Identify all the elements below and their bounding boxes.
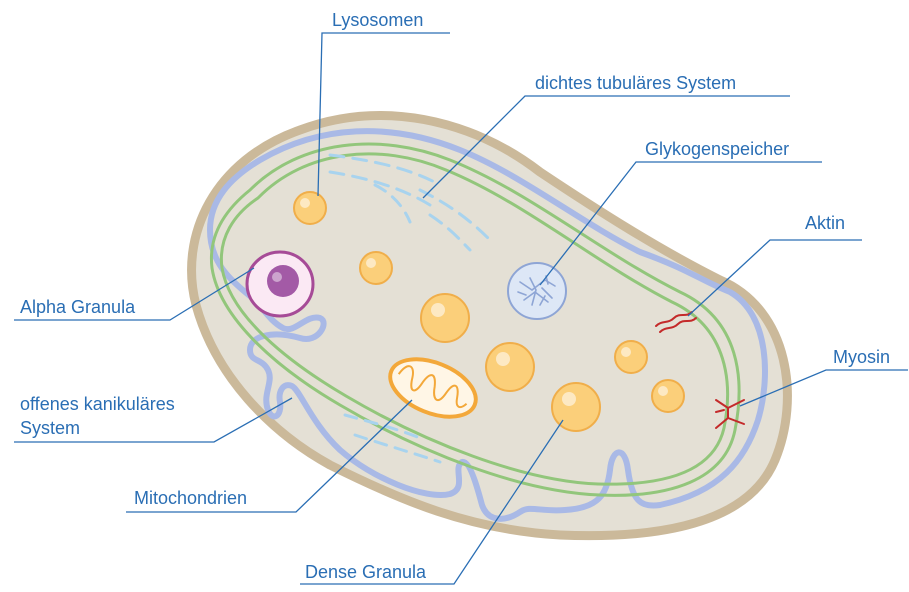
dense-granule-3 [552, 383, 600, 431]
lysosome-middle [360, 252, 392, 284]
label-glykogenspeicher: Glykogenspeicher [645, 139, 789, 159]
granule-small-right-2 [652, 380, 684, 412]
alpha-granule [247, 252, 313, 316]
label-dichtes-tubulaeres-system: dichtes tubuläres System [535, 73, 736, 93]
label-offenes-kanikulaeres-system-line2: System [20, 418, 80, 438]
label-dense-granula: Dense Granula [305, 562, 427, 582]
dense-granule-2 [486, 343, 534, 391]
label-offenes-kanikulaeres-system-line1: offenes kanikuläres [20, 394, 175, 414]
label-aktin: Aktin [805, 213, 845, 233]
glycogen-store [508, 263, 566, 319]
lysosome-upper [294, 192, 326, 224]
label-myosin: Myosin [833, 347, 890, 367]
granule-small-right-1 [615, 341, 647, 373]
label-lysosomen: Lysosomen [332, 10, 423, 30]
label-alpha-granula: Alpha Granula [20, 297, 136, 317]
dense-granule-1 [421, 294, 469, 342]
label-mitochondrien: Mitochondrien [134, 488, 247, 508]
